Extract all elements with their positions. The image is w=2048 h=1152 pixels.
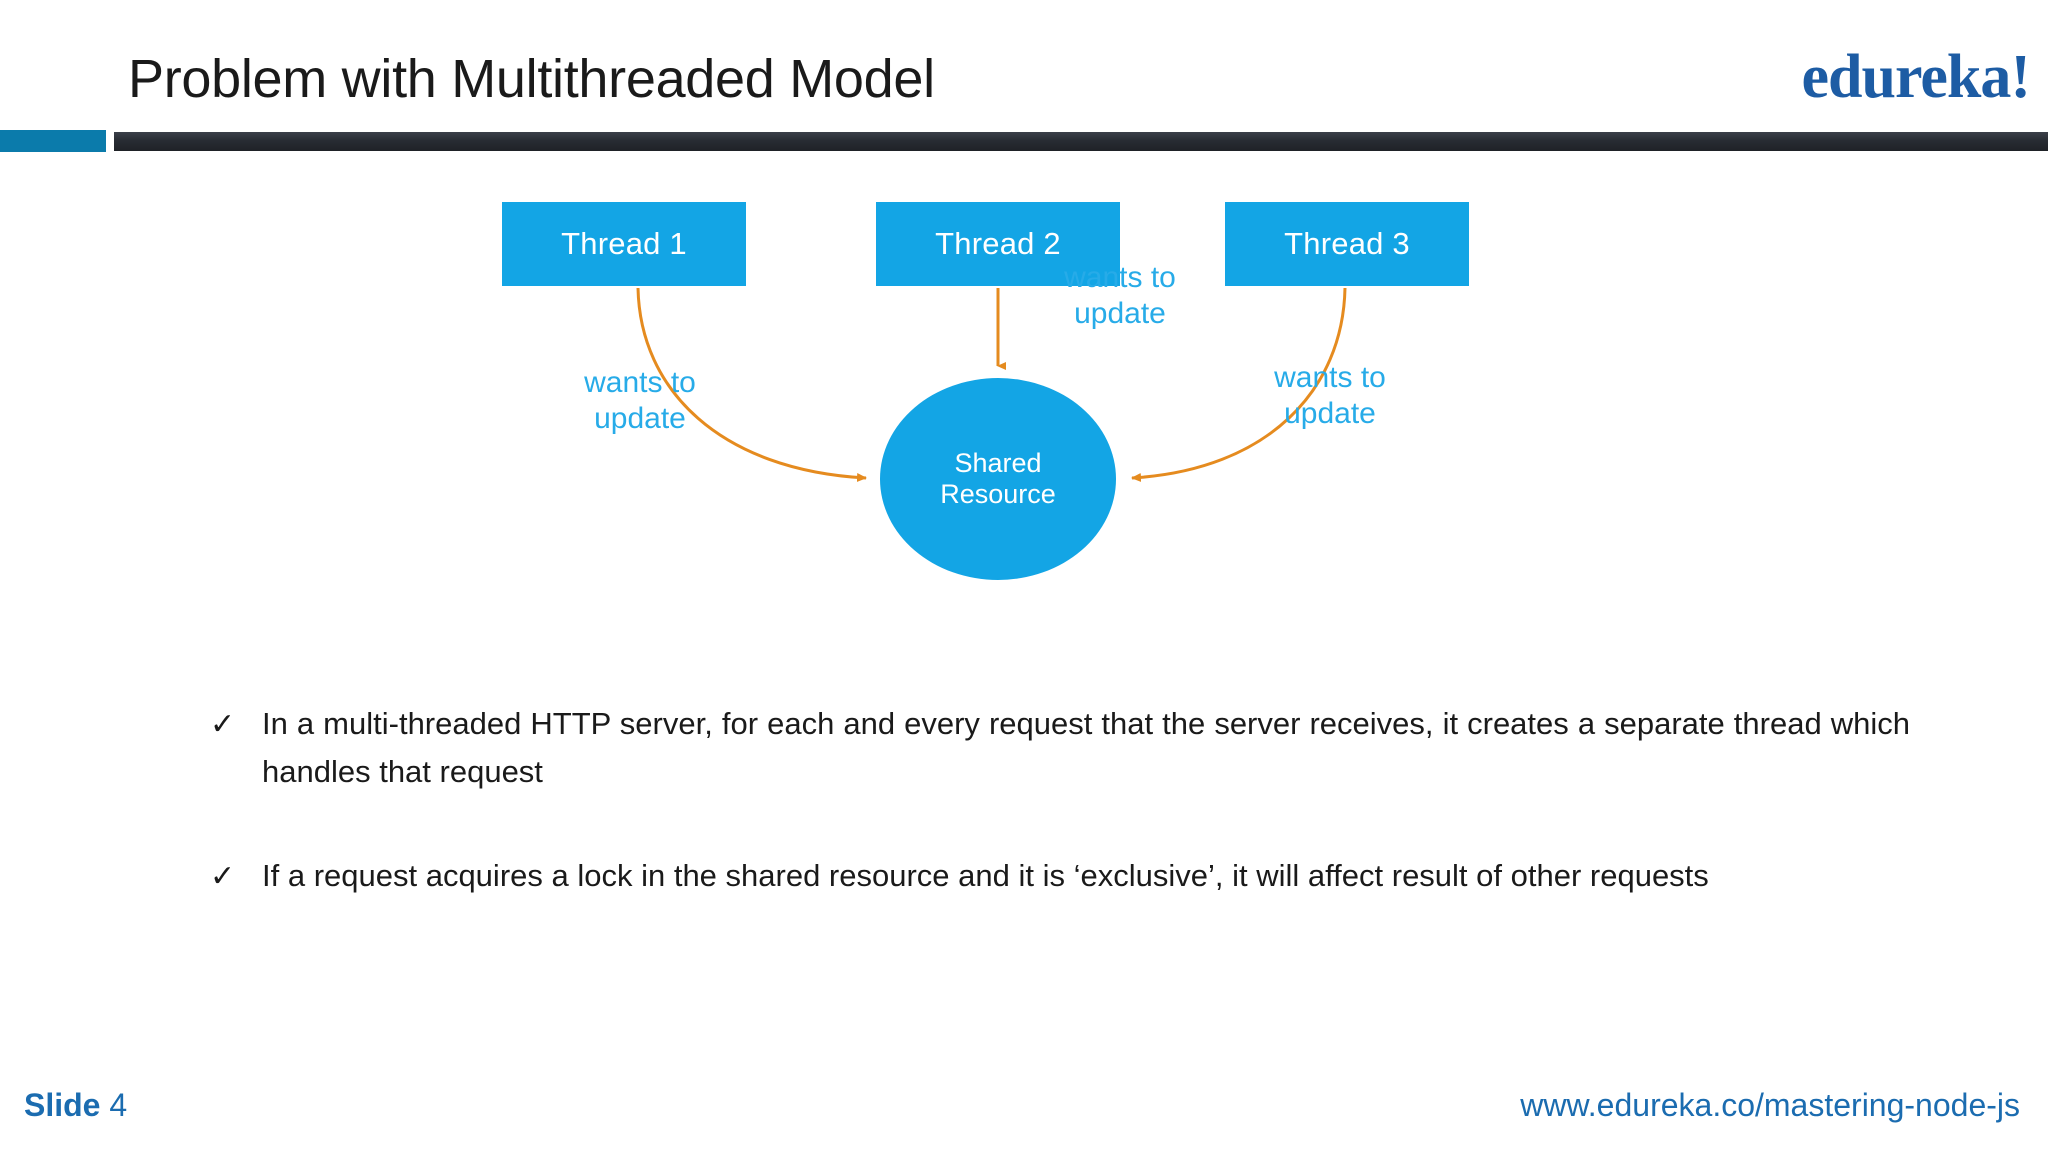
bullet-text-2: If a request acquires a lock in the shar…: [262, 858, 1709, 894]
thread-node-2: Thread 2: [876, 202, 1120, 286]
thread-node-3-label: Thread 3: [1284, 226, 1410, 261]
edge-label-thread2-line2: update: [1074, 297, 1166, 330]
slide-label: Slide: [24, 1087, 101, 1123]
slide-number: 4: [109, 1087, 128, 1123]
multithreaded-diagram: Thread 1 Thread 2 Thread 3 Shared Resour…: [0, 160, 2048, 630]
header-accent-block: [0, 130, 106, 152]
checkmark-icon: ✓: [210, 708, 236, 741]
page-title: Problem with Multithreaded Model: [128, 49, 935, 109]
bullet-list: ✓ In a multi-threaded HTTP server, for e…: [210, 700, 1910, 957]
edge-label-thread1-line1: wants to: [584, 366, 696, 399]
thread-node-1-label: Thread 1: [561, 226, 687, 261]
edge-label-thread1: wants to update: [545, 365, 735, 437]
header-divider-bar: [114, 132, 2048, 151]
shared-resource-line-1: Shared: [954, 447, 1042, 478]
slide-number-footer: Slide 4: [24, 1087, 127, 1124]
edge-label-thread2-line1: wants to: [1064, 261, 1176, 294]
edge-label-thread3-line1: wants to: [1274, 361, 1386, 394]
checkmark-icon: ✓: [210, 860, 236, 894]
diagram-connectors: [636, 287, 1347, 482]
edge-label-thread1-line2: update: [594, 402, 686, 435]
list-item: ✓ In a multi-threaded HTTP server, for e…: [210, 700, 1910, 796]
edge-label-thread2: wants to update: [1025, 260, 1215, 332]
edureka-logo: edureka!: [1801, 43, 2031, 111]
connector-thread3: [1131, 287, 1347, 482]
list-item: ✓ If a request acquires a lock in the sh…: [210, 852, 1910, 901]
bullet-text-1: In a multi-threaded HTTP server, for eac…: [262, 706, 1910, 790]
shared-resource-node: Shared Resource: [880, 378, 1116, 580]
shared-resource-line-2: Resource: [940, 479, 1056, 509]
thread-node-3: Thread 3: [1225, 202, 1469, 286]
edge-label-thread3: wants to update: [1235, 360, 1425, 432]
thread-node-1: Thread 1: [502, 202, 746, 286]
thread-node-2-label: Thread 2: [935, 226, 1061, 261]
course-url-link[interactable]: www.edureka.co/mastering-node-js: [1520, 1087, 2020, 1123]
connector-thread1: [636, 287, 867, 482]
edge-label-thread3-line2: update: [1284, 397, 1376, 430]
